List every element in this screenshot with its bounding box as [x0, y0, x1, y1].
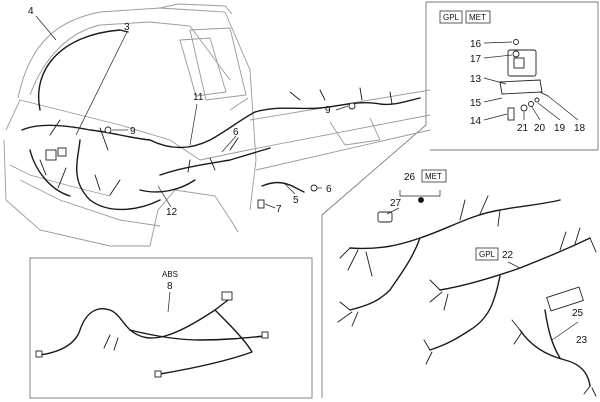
- callout-14: 14: [470, 116, 482, 127]
- callout-21: 21: [517, 123, 529, 134]
- upper-right-divider: [321, 2, 427, 398]
- callout-11: 11: [193, 92, 204, 103]
- callout-19: 19: [554, 123, 566, 134]
- vehicle-body-outline: [3, 3, 431, 247]
- screw-21: [520, 104, 528, 112]
- tag-met-top: MET: [469, 13, 486, 22]
- callout-22: 22: [502, 250, 514, 261]
- grommet-9-left: [104, 126, 112, 134]
- bolt-14: [507, 107, 515, 121]
- cab-hardware: [45, 102, 356, 209]
- grommet-9-right: [348, 102, 356, 110]
- callout-26: 26: [404, 172, 416, 183]
- callout-8: 8: [167, 281, 173, 292]
- tag-gpl-top: GPL: [443, 13, 460, 22]
- callout-5: 5: [293, 195, 299, 206]
- connector-block-small: [57, 147, 67, 157]
- callout-25: 25: [572, 308, 584, 319]
- callout-9-left: 9: [130, 126, 136, 137]
- harness-26-met: [337, 195, 561, 327]
- abs-connector: [221, 291, 233, 301]
- panel-frames: [29, 1, 599, 399]
- callout-20: 20: [534, 123, 546, 134]
- callout-7: 7: [276, 204, 282, 215]
- screw-7: [257, 199, 265, 209]
- tag-met-top-box: [465, 10, 491, 24]
- gpl-met-panel-frame: [426, 1, 599, 150]
- callout-6-grommet: 6: [326, 184, 332, 195]
- abs-plug-left: [35, 350, 43, 358]
- abs-panel-frame: [29, 257, 313, 399]
- gpl-met-relay-assembly: [499, 39, 549, 121]
- callout-17: 17: [470, 54, 482, 65]
- harness-8-abs: [35, 291, 269, 378]
- nut-19: [534, 97, 540, 103]
- cab-harness-wires: [21, 29, 421, 211]
- tag-met-26: MET: [425, 172, 442, 181]
- abs-plug-bottom: [154, 370, 162, 378]
- grommet-6: [310, 184, 318, 192]
- callout-27: 27: [390, 198, 402, 209]
- callout-15: 15: [470, 98, 482, 109]
- connector-27: [377, 211, 393, 223]
- relay-socket: [513, 57, 525, 69]
- connector-block-left: [45, 149, 57, 161]
- tag-gpl-22: GPL: [479, 250, 496, 259]
- callout-16: 16: [470, 39, 482, 50]
- callout-9-right: 9: [325, 105, 331, 116]
- callout-13: 13: [470, 74, 482, 85]
- leader-lines: [35, 15, 579, 341]
- tag-gpl-top-box: [439, 10, 463, 24]
- tag-met-26-box: [421, 169, 447, 183]
- abs-plug-right: [261, 331, 269, 339]
- tag-abs: ABS: [162, 270, 178, 279]
- washer-17: [512, 50, 520, 58]
- callout-12: 12: [166, 207, 178, 218]
- callout-6-harness: 6: [233, 127, 239, 138]
- washer-20: [528, 101, 534, 107]
- sleeve-25: [546, 286, 584, 312]
- callout-18: 18: [574, 123, 586, 134]
- pin-18: [539, 91, 549, 97]
- callout-3: 3: [124, 22, 130, 33]
- callout-numbers: 3 4 11 9 9 6 6 12 5 7 16 17 13 15 14 21 …: [28, 6, 588, 346]
- harness-26-marker-dot: [418, 197, 424, 203]
- callout-23: 23: [576, 335, 588, 346]
- harness-23: [511, 286, 597, 397]
- callout-4: 4: [28, 6, 34, 17]
- relay-bracket: [499, 79, 543, 95]
- tag-gpl-22-box: [475, 247, 499, 261]
- jumper-cable-5: [261, 181, 305, 193]
- variant-tags: GPL MET MET GPL ABS: [162, 10, 499, 279]
- nut-16: [513, 39, 519, 45]
